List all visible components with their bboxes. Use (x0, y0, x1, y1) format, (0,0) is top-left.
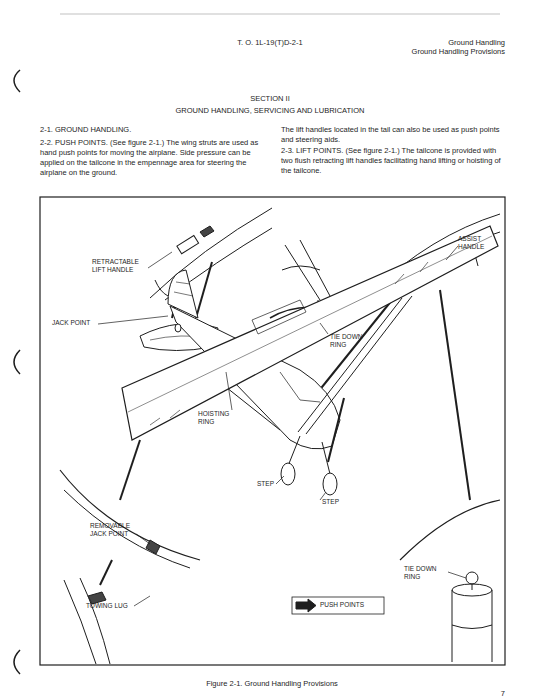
section-title: GROUND HANDLING, SERVICING AND LUBRICATI… (60, 106, 480, 115)
callout-label: JACK POINT (52, 319, 102, 327)
paragraph: 2-2. PUSH POINTS. (See figure 2-1.) The … (40, 138, 262, 178)
callout-label: RETRACTABLE LIFT HANDLE (92, 258, 150, 274)
header-text: Ground Handling Provisions (345, 47, 505, 56)
legend-text: PUSH POINTS (320, 601, 382, 609)
paragraph: The lift handles located in the tail can… (281, 125, 505, 145)
document-number: T. O. 1L-19(T)D-2-1 (170, 38, 370, 47)
paragraph: 2-3. LIFT POINTS. (See figure 2-1.) The … (281, 146, 505, 176)
figure-caption: Figure 2-1. Ground Handling Provisions (122, 679, 422, 688)
page-number: 7 (485, 689, 505, 698)
callout-label: TOWING LUG (86, 602, 136, 610)
callout-label: STEP (257, 480, 279, 488)
header-text: Ground Handling (345, 38, 505, 47)
paragraph-heading: 2-1. GROUND HANDLING. (40, 125, 262, 134)
callout-label: TIE DOWN RING (404, 565, 448, 581)
callout-label: HOISTING RING (198, 410, 246, 426)
section-number: SECTION II (170, 94, 370, 103)
callout-label: ASSIST HANDLE (458, 235, 498, 251)
callout-label: TIE DOWN RING (330, 333, 370, 349)
callout-label: REMOVABLE JACK POINT (90, 522, 138, 538)
callout-label: STEP (322, 498, 344, 506)
